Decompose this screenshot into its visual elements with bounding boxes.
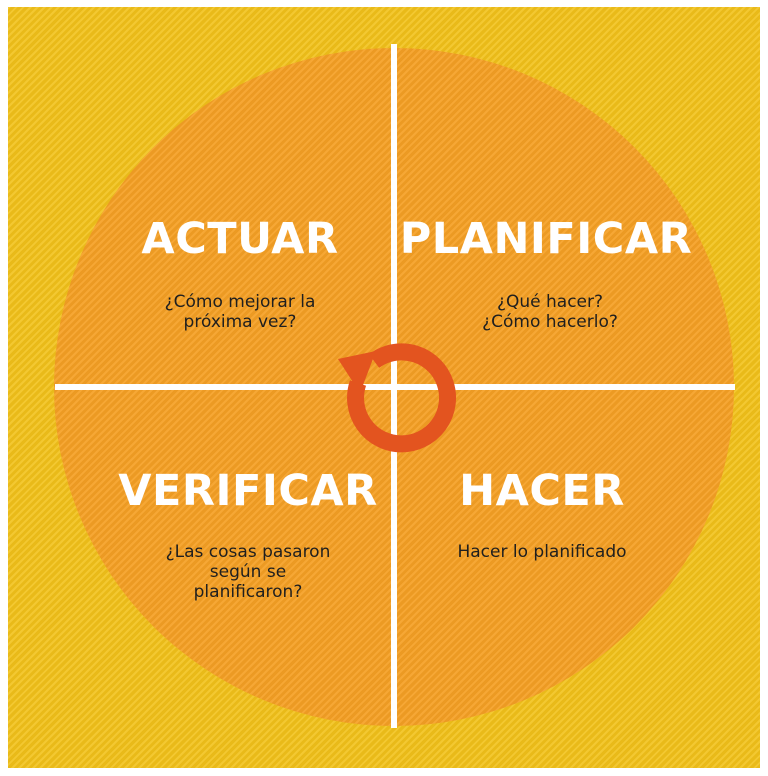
cycle-arrow-head bbox=[338, 351, 376, 393]
actuar-line-1: ¿Cómo mejorar la bbox=[164, 292, 316, 312]
actuar-title: ACTUAR bbox=[141, 214, 339, 264]
planificar-title: PLANIFICAR bbox=[399, 214, 693, 264]
hacer-description: Hacer lo planificado bbox=[402, 542, 682, 562]
hacer-line-1: Hacer lo planificado bbox=[457, 542, 627, 562]
cycle-arrow-icon bbox=[338, 343, 457, 453]
verificar-line-2: según se bbox=[209, 562, 287, 582]
verificar-line-1: ¿Las cosas pasaron bbox=[165, 542, 331, 562]
planificar-line-2: ¿Cómo hacerlo? bbox=[482, 312, 618, 332]
planificar-line-1: ¿Qué hacer? bbox=[496, 292, 604, 312]
cycle-arrow-ring bbox=[347, 343, 457, 453]
verificar-description: ¿Las cosas pasaron según se planificaron… bbox=[118, 542, 378, 602]
horizontal-divider bbox=[55, 384, 735, 390]
hacer-title: HACER bbox=[459, 466, 625, 516]
actuar-line-2: próxima vez? bbox=[183, 312, 297, 332]
verificar-line-3: planificaron? bbox=[193, 582, 303, 602]
verificar-title: VERIFICAR bbox=[118, 466, 378, 516]
planificar-description: ¿Qué hacer? ¿Cómo hacerlo? bbox=[420, 292, 680, 332]
actuar-description: ¿Cómo mejorar la próxima vez? bbox=[110, 292, 370, 332]
